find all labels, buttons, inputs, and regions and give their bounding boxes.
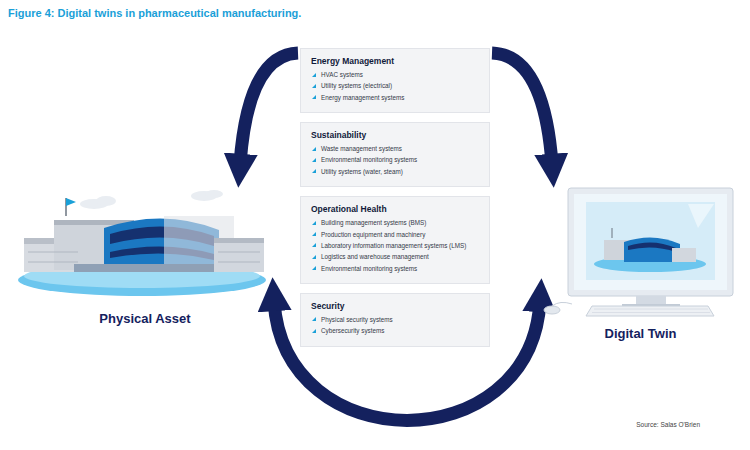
category-heading: Security (311, 301, 481, 311)
asset-label: Physical Asset (14, 311, 276, 326)
bullet-item: Cybersecurity systems (311, 327, 481, 335)
bullet-item: HVAC systems (311, 71, 481, 79)
source-note: Source: Salas O'Brien (636, 421, 700, 428)
bullet-item: Logistics and warehouse management (311, 253, 481, 261)
digital-twin: Digital Twin (538, 168, 743, 350)
bullet-item: Utility systems (electrical) (311, 82, 481, 90)
category-box: SustainabilityWaste management systemsEn… (300, 122, 490, 187)
bullet-item: Utility systems (water, steam) (311, 168, 481, 176)
cycle-arrow (240, 53, 298, 164)
bullet-item: Physical security systems (311, 316, 481, 324)
category-heading: Sustainability (311, 130, 481, 140)
figure-title: Figure 4: Digital twins in pharmaceutica… (8, 7, 301, 19)
category-box: Operational HealthBuilding management sy… (300, 196, 490, 284)
bullet-item: Environmental monitoring systems (311, 156, 481, 164)
category-heading: Energy Management (311, 56, 481, 66)
bullet-item: Environmental monitoring systems (311, 265, 481, 273)
bullet-item: Laboratory information management system… (311, 242, 481, 250)
category-box: SecurityPhysical security systemsCyberse… (300, 293, 490, 347)
cycle-arrow (492, 53, 552, 164)
bullet-item: Production equipment and machinery (311, 231, 481, 239)
asset-label: Digital Twin (538, 326, 743, 341)
monitor-illustration (538, 168, 743, 318)
building-illustration (14, 168, 276, 308)
category-heading: Operational Health (311, 204, 481, 214)
bullet-item: Waste management systems (311, 145, 481, 153)
category-box: Energy ManagementHVAC systemsUtility sys… (300, 48, 490, 113)
bullet-item: Energy management systems (311, 94, 481, 102)
bullet-item: Building management systems (BMS) (311, 219, 481, 227)
physical-asset: Physical Asset (14, 168, 276, 333)
